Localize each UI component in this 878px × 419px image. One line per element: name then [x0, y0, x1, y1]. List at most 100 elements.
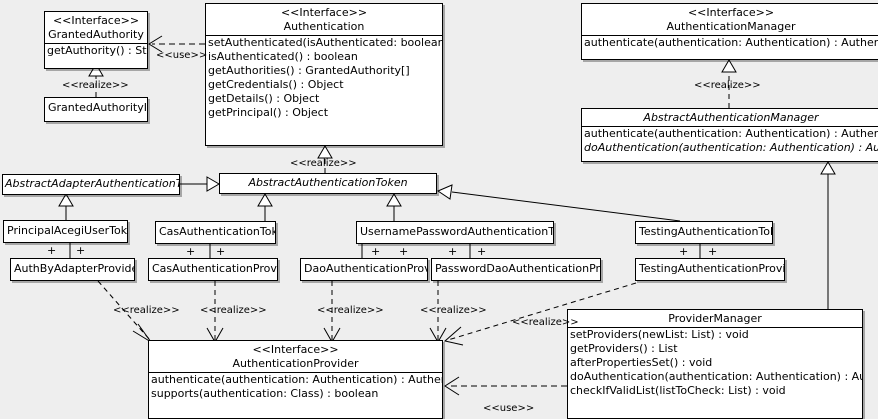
- compartment-divider: [206, 35, 442, 36]
- edge-label-realize-provider-3: <<realize>>: [317, 305, 384, 316]
- edge-userpasstoken-extends-abstracttoken: [386, 193, 402, 221]
- edge-castoken-extends-abstracttoken: [257, 193, 273, 221]
- operation-row: getAuthorities() : GrantedAuthority[]: [208, 64, 410, 77]
- operation-row: afterPropertiesSet() : void: [570, 356, 713, 369]
- edge-label-realize-granted-authority: <<realize>>: [62, 80, 129, 91]
- operation-row: doAuthentication(authentication: Authent…: [570, 370, 862, 383]
- stereotype-label: <<Interface>>: [252, 343, 339, 356]
- class-auth-by-adapter-provider[interactable]: AuthByAdapterProvider: [10, 258, 135, 281]
- operation-row: getPrincipal() : Object: [208, 106, 329, 119]
- association-mark: +: [399, 245, 409, 258]
- class-testing-authentication-token[interactable]: TestingAuthenticationToken: [635, 221, 773, 244]
- class-password-dao-authentication-provider[interactable]: PasswordDaoAuthenticationProvider: [431, 258, 601, 281]
- stereotype-label: <<Interface>>: [280, 6, 368, 19]
- compartment-divider: [149, 372, 442, 373]
- class-granted-authority-impl[interactable]: GrantedAuthorityImpl: [44, 97, 148, 122]
- operation-row: setAuthenticated(isAuthenticated: boolea…: [208, 36, 442, 49]
- association-mark: +: [186, 245, 196, 258]
- class-name: AuthenticationManager: [666, 20, 796, 33]
- edge-label-realize-provider-5: <<realize>>: [512, 317, 579, 328]
- edge-principalacegi-extends-adaptertoken: [58, 193, 74, 220]
- class-authentication[interactable]: <<Interface>> Authentication setAuthenti…: [205, 3, 443, 146]
- class-cas-authentication-provider[interactable]: CasAuthenticationProvider: [148, 258, 278, 281]
- operation-row: getCredentials() : Object: [208, 78, 344, 91]
- association-mark: +: [216, 245, 226, 258]
- compartment-divider: [582, 35, 878, 36]
- class-name: TestingAuthenticationProvider: [639, 262, 784, 275]
- operation-row: authenticate(authentication: Authenticat…: [151, 373, 442, 386]
- association-mark: +: [448, 245, 458, 258]
- class-header: <<Interface>> AuthenticationManager: [582, 4, 878, 35]
- class-name: TestingAuthenticationToken: [639, 225, 772, 238]
- class-name: UsernamePasswordAuthenticationToken: [360, 225, 553, 238]
- class-dao-authentication-provider[interactable]: DaoAuthenticationProvider: [300, 258, 428, 281]
- edge-providermanager-uses-authprovider: [444, 376, 567, 396]
- edge-label-realize-provider-1: <<realize>>: [113, 305, 180, 316]
- class-header: <<Interface>> Authentication: [206, 4, 442, 35]
- operation-row: checkIfValidList(listToCheck: List) : vo…: [570, 384, 786, 397]
- operations-compartment: setAuthenticated(isAuthenticated: boolea…: [206, 36, 442, 120]
- association-mark: +: [708, 245, 718, 258]
- edge-providermanager-extends-abstractauthmgr: [820, 161, 836, 309]
- stereotype-label: <<Interface>>: [687, 6, 775, 19]
- association-mark: +: [679, 245, 689, 258]
- class-name: AbstractAuthenticationManager: [643, 111, 819, 124]
- class-authentication-manager[interactable]: <<Interface>> AuthenticationManager auth…: [581, 3, 878, 60]
- class-header: AbstractAuthenticationManager: [582, 109, 878, 126]
- class-authentication-provider[interactable]: <<Interface>> AuthenticationProvider aut…: [148, 340, 443, 419]
- edge-testingtoken-extends-abstracttoken: [436, 184, 681, 222]
- class-name: GrantedAuthorityImpl: [48, 101, 147, 114]
- class-abstract-authentication-token[interactable]: AbstractAuthenticationToken: [219, 173, 437, 194]
- operations-compartment: setProviders(newList: List) : void getPr…: [568, 328, 862, 398]
- class-name: ProviderManager: [668, 312, 762, 325]
- edge-label-realize-provider-4: <<realize>>: [420, 305, 487, 316]
- class-testing-authentication-provider[interactable]: TestingAuthenticationProvider: [635, 258, 785, 281]
- association-mark: +: [76, 244, 86, 257]
- operations-compartment: authenticate(authentication: Authenticat…: [582, 127, 878, 155]
- operation-row: isAuthenticated() : boolean: [208, 50, 358, 63]
- class-granted-authority[interactable]: <<Interface>> GrantedAuthority getAuthor…: [44, 11, 148, 69]
- association-mark: +: [371, 245, 381, 258]
- operation-row: getDetails() : Object: [208, 92, 320, 105]
- class-name: GrantedAuthority: [48, 28, 144, 41]
- class-abstract-adapter-authentication-token[interactable]: AbstractAdapterAuthenticationToken: [2, 174, 180, 195]
- class-name: AbstractAdapterAuthenticationToken: [5, 177, 179, 190]
- class-header: <<Interface>> GrantedAuthority: [45, 12, 147, 43]
- operation-row: doAuthentication(authentication: Authent…: [584, 141, 878, 154]
- class-header: <<Interface>> AuthenticationProvider: [149, 341, 442, 372]
- class-name: AbstractAuthenticationToken: [248, 176, 408, 189]
- operations-compartment: getAuthority() : String: [45, 44, 147, 58]
- edge-label-realize-authentication: <<realize>>: [290, 158, 357, 169]
- class-principal-acegi-user-token[interactable]: PrincipalAcegiUserToken: [3, 220, 128, 243]
- operation-row: getProviders() : List: [570, 342, 678, 355]
- operations-compartment: authenticate(authentication: Authenticat…: [149, 373, 442, 401]
- class-header: ProviderManager: [568, 310, 862, 327]
- edge-label-realize-auth-manager: <<realize>>: [694, 80, 761, 91]
- class-name: AuthenticationProvider: [232, 357, 359, 370]
- operation-row: authenticate(authentication: Authenticat…: [584, 127, 878, 140]
- class-name: CasAuthenticationProvider: [152, 262, 277, 275]
- class-name: AuthByAdapterProvider: [14, 262, 134, 275]
- operation-row: setProviders(newList: List) : void: [570, 328, 749, 341]
- compartment-divider: [45, 43, 147, 44]
- class-provider-manager[interactable]: ProviderManager setProviders(newList: Li…: [567, 309, 863, 419]
- edge-label-use-auth-provider: <<use>>: [483, 403, 535, 414]
- class-name: Authentication: [283, 20, 365, 33]
- class-name: DaoAuthenticationProvider: [304, 262, 427, 275]
- class-name: PasswordDaoAuthenticationProvider: [435, 262, 600, 275]
- operation-row: authenticate(authentication: Authenticat…: [584, 36, 878, 49]
- association-mark: +: [47, 244, 57, 257]
- class-abstract-authentication-manager[interactable]: AbstractAuthenticationManager authentica…: [581, 108, 878, 162]
- class-name: CasAuthenticationToken: [159, 225, 275, 238]
- operation-row: supports(authentication: Class) : boolea…: [151, 387, 379, 400]
- class-username-password-authentication-token[interactable]: UsernamePasswordAuthenticationToken: [356, 221, 554, 244]
- edge-label-realize-provider-2: <<realize>>: [200, 305, 267, 316]
- compartment-divider: [568, 327, 862, 328]
- stereotype-label: <<Interface>>: [52, 14, 140, 27]
- class-name: PrincipalAcegiUserToken: [7, 224, 127, 237]
- operations-compartment: authenticate(authentication: Authenticat…: [582, 36, 878, 50]
- edge-adaptertoken-extends-abstracttoken: [180, 176, 220, 192]
- class-cas-authentication-token[interactable]: CasAuthenticationToken: [155, 221, 276, 244]
- edge-label-use-granted-authority: <<use>>: [156, 50, 208, 61]
